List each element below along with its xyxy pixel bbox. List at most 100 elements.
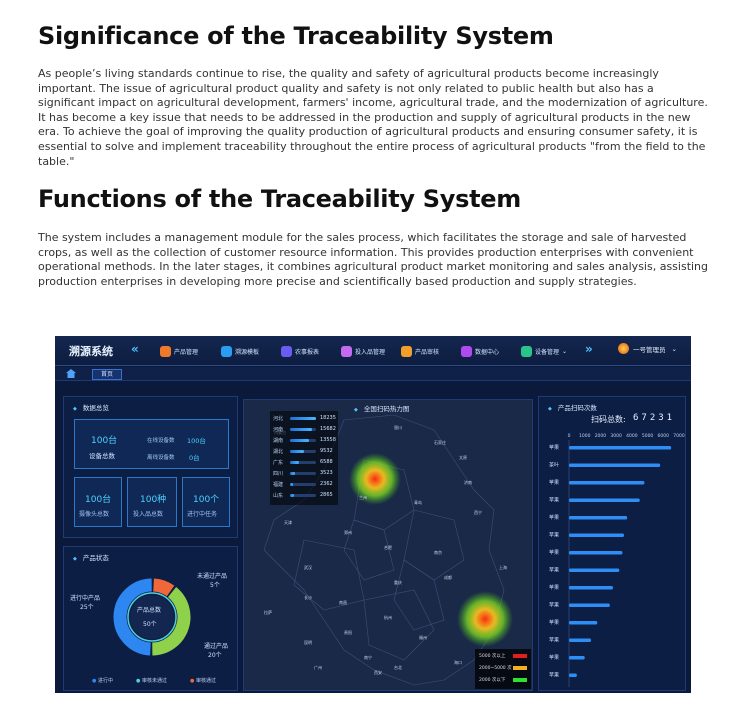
device-total-value: 100台 [91, 436, 118, 446]
map-place-label: 兰州 [359, 495, 367, 500]
ranking-track [290, 494, 316, 497]
heatmap-title: 全国扫码热力图 [354, 403, 410, 413]
ranking-value: 13558 [320, 437, 336, 443]
nav-item-label: 投入品管理 [355, 348, 386, 356]
nav-item-icon [160, 345, 171, 357]
nav-item-icon [401, 345, 412, 357]
x-tick-label: 2000 [595, 433, 607, 439]
offline-value: 0台 [189, 454, 200, 462]
map-place-label: 成都 [444, 575, 452, 580]
not-passed-value: 5个 [210, 582, 220, 589]
nav-item-5[interactable]: 数据中心 [461, 343, 499, 359]
category-label: 苹果 [549, 654, 559, 661]
panel-product-status: 产品状态 产品总数 50个 进行中产品 25个 未通过产品 5个 通过产品 20… [63, 546, 238, 691]
nav-item-label: 产品管理 [174, 348, 199, 356]
ranking-track [290, 472, 316, 475]
user-menu[interactable]: 一号管理员 ⌄ [618, 343, 677, 354]
home-icon[interactable] [66, 369, 76, 378]
nav-prev-icon[interactable]: « [131, 342, 139, 356]
map-place-label: 太原 [459, 455, 467, 460]
map-place-label: 重庆 [394, 580, 402, 585]
avatar [618, 343, 629, 354]
dashboard-screenshot: 溯源系统 « 产品管理溯源模板农事报表投入品管理产品审核数据中心设备管理⌄ » … [55, 336, 691, 693]
nav-item-0[interactable]: 产品管理 [160, 343, 198, 359]
nav-item-1[interactable]: 溯源模板 [221, 343, 259, 359]
map-place-label: 青岛 [414, 500, 422, 505]
ranking-bar [290, 483, 294, 486]
ranking-value: 15682 [320, 426, 336, 432]
nav-item-4[interactable]: 产品审核 [401, 343, 439, 359]
map-place-label: 海口 [454, 660, 462, 665]
heading-functions: Functions of the Traceability System [38, 185, 521, 213]
x-tick-label: 0 [568, 433, 571, 439]
map-place-label: 济南 [464, 480, 472, 485]
category-label: 苹果 [549, 479, 559, 486]
category-label: 苹果 [549, 532, 559, 539]
nav-item-6[interactable]: 设备管理⌄ [521, 343, 567, 359]
nav-item-label: 农事报表 [295, 348, 320, 356]
category-label: 苹果 [549, 619, 559, 626]
map-place-label: 南京 [434, 550, 442, 555]
tasks-label: 进行中任务 [187, 511, 218, 518]
x-tick-label: 4000 [626, 433, 638, 439]
donut-center-value: 50个 [143, 621, 157, 628]
heading-significance: Significance of the Traceability System [38, 22, 554, 50]
chevron-down-icon: ⌄ [671, 344, 677, 353]
map-place-label: 西安 [374, 670, 382, 675]
scan-bar [569, 516, 628, 520]
map-place-label: 昆明 [304, 640, 312, 645]
scan-bar [569, 498, 640, 502]
map-place-label: 西宁 [474, 510, 482, 515]
scan-bar [569, 533, 624, 537]
map-place-label: 银川 [394, 425, 402, 430]
user-name: 一号管理员 [633, 345, 666, 354]
panel-title: 产品状态 [73, 552, 109, 562]
tasks-value: 100个 [193, 495, 220, 505]
scan-bar [569, 656, 585, 660]
nav-next-icon[interactable]: » [585, 342, 593, 356]
ranking-track [290, 483, 316, 486]
map-place-label: 上海 [499, 565, 507, 570]
nav-item-2[interactable]: 农事报表 [281, 343, 319, 359]
x-tick-label: 7000 [673, 433, 685, 439]
device-total-label: 设备总数 [89, 452, 115, 460]
tab-home[interactable]: 首页 [92, 369, 122, 380]
donut-center-label: 产品总数 [137, 607, 162, 614]
x-tick-label: 5000 [642, 433, 654, 439]
passed-label: 通过产品 [204, 643, 229, 650]
ranking-bar [290, 428, 313, 431]
nav-item-icon [521, 345, 532, 357]
panel-scan-counts: 产品扫码次数 扫码总数: 67231 010002000300040005000… [538, 396, 686, 691]
hotspot-south [457, 591, 513, 647]
scan-total-label: 扫码总数: [591, 415, 626, 424]
app-brand: 溯源系统 [69, 345, 113, 358]
nav-item-label: 产品审核 [415, 348, 440, 356]
ranking-province: 四川 [273, 471, 284, 477]
in-progress-value: 25个 [80, 604, 94, 611]
map-place-label: 合肥 [384, 545, 392, 550]
donut-inner-ring [127, 592, 177, 642]
cameras-value: 100台 [85, 495, 112, 505]
map-place-label: 长沙 [304, 595, 312, 600]
heat-legend-swatch [513, 666, 527, 670]
ranking-province: 湖南 [273, 438, 284, 444]
map-place-label: 杭州 [384, 615, 392, 620]
heat-legend-swatch [513, 654, 527, 658]
cameras-box: 100台 摄像头总数 [74, 477, 122, 527]
map-place-label: 台北 [394, 665, 402, 670]
ranking-value: 2362 [320, 481, 333, 487]
map-place-label: 广州 [314, 665, 322, 670]
heat-legend-swatch [513, 678, 527, 682]
ranking-bar [290, 494, 295, 497]
ranking-bar [290, 450, 304, 453]
nav-item-icon [341, 345, 352, 357]
heat-legend-label: 2000 次以下 [479, 678, 506, 683]
nav-item-label: 数据中心 [475, 348, 500, 356]
donut-hole [130, 595, 174, 639]
cameras-label: 摄像头总数 [79, 511, 110, 518]
top-navbar: 溯源系统 « 产品管理溯源模板农事报表投入品管理产品审核数据中心设备管理⌄ » … [55, 336, 691, 366]
category-label: 苹果 [549, 549, 559, 556]
category-label: 茶叶 [549, 462, 559, 469]
nav-item-3[interactable]: 投入品管理 [341, 343, 385, 359]
